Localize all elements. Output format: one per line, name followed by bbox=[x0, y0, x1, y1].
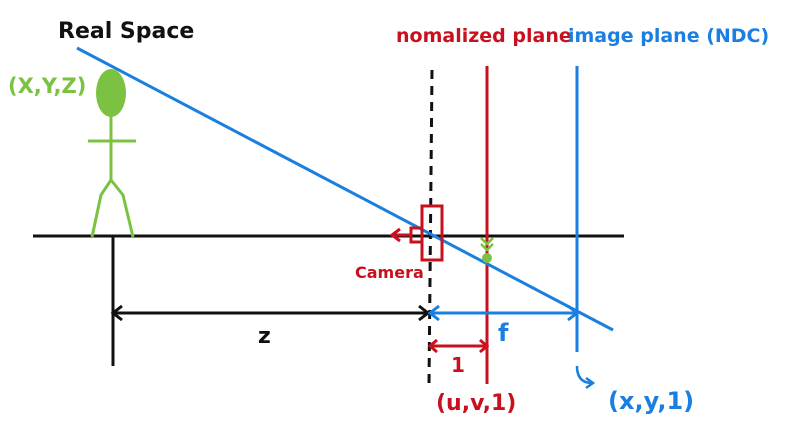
image-coords-pointer-arrow bbox=[575, 365, 593, 385]
real-space-title: Real Space bbox=[58, 19, 194, 44]
person-coords-label: (X,Y,Z) bbox=[8, 74, 86, 98]
unit-distance-label: 1 bbox=[451, 353, 465, 377]
normalized-coords-label: (u,v,1) bbox=[436, 391, 516, 416]
z-distance-arrow bbox=[110, 304, 431, 322]
image-coords-label: (x,y,1) bbox=[608, 387, 694, 415]
z-distance-label: z bbox=[258, 324, 271, 349]
unit-arrowhead-right bbox=[479, 338, 490, 354]
camera-plane-dashed-line bbox=[427, 69, 434, 385]
projected-marker-chevron-top bbox=[480, 237, 494, 246]
camera-icon bbox=[389, 204, 444, 262]
focal-length-arrow bbox=[427, 304, 580, 322]
focal-length-label: f bbox=[498, 319, 509, 347]
z-arrowhead-left bbox=[110, 304, 123, 322]
projected-marker-chevron-bottom bbox=[480, 243, 494, 252]
image-plane-title: image plane (NDC) bbox=[568, 25, 769, 47]
unit-arrowhead-left bbox=[427, 338, 438, 354]
person-left-leg bbox=[90, 179, 113, 238]
f-arrowhead-left bbox=[427, 304, 440, 322]
f-arrowhead-right bbox=[567, 304, 580, 322]
image-coords-pointer-arrowhead bbox=[585, 376, 596, 390]
person-head bbox=[96, 69, 126, 117]
unit-distance-arrow bbox=[427, 338, 490, 354]
projection-ray bbox=[76, 46, 614, 332]
person-figure bbox=[88, 69, 136, 238]
projected-person-marker bbox=[480, 237, 494, 263]
normalized-plane-title: nomalized plane bbox=[396, 25, 572, 47]
camera-label: Camera bbox=[355, 263, 424, 282]
projected-marker-dot bbox=[482, 253, 492, 263]
camera-direction-arrowhead bbox=[389, 227, 401, 243]
person-right-leg bbox=[109, 179, 135, 238]
